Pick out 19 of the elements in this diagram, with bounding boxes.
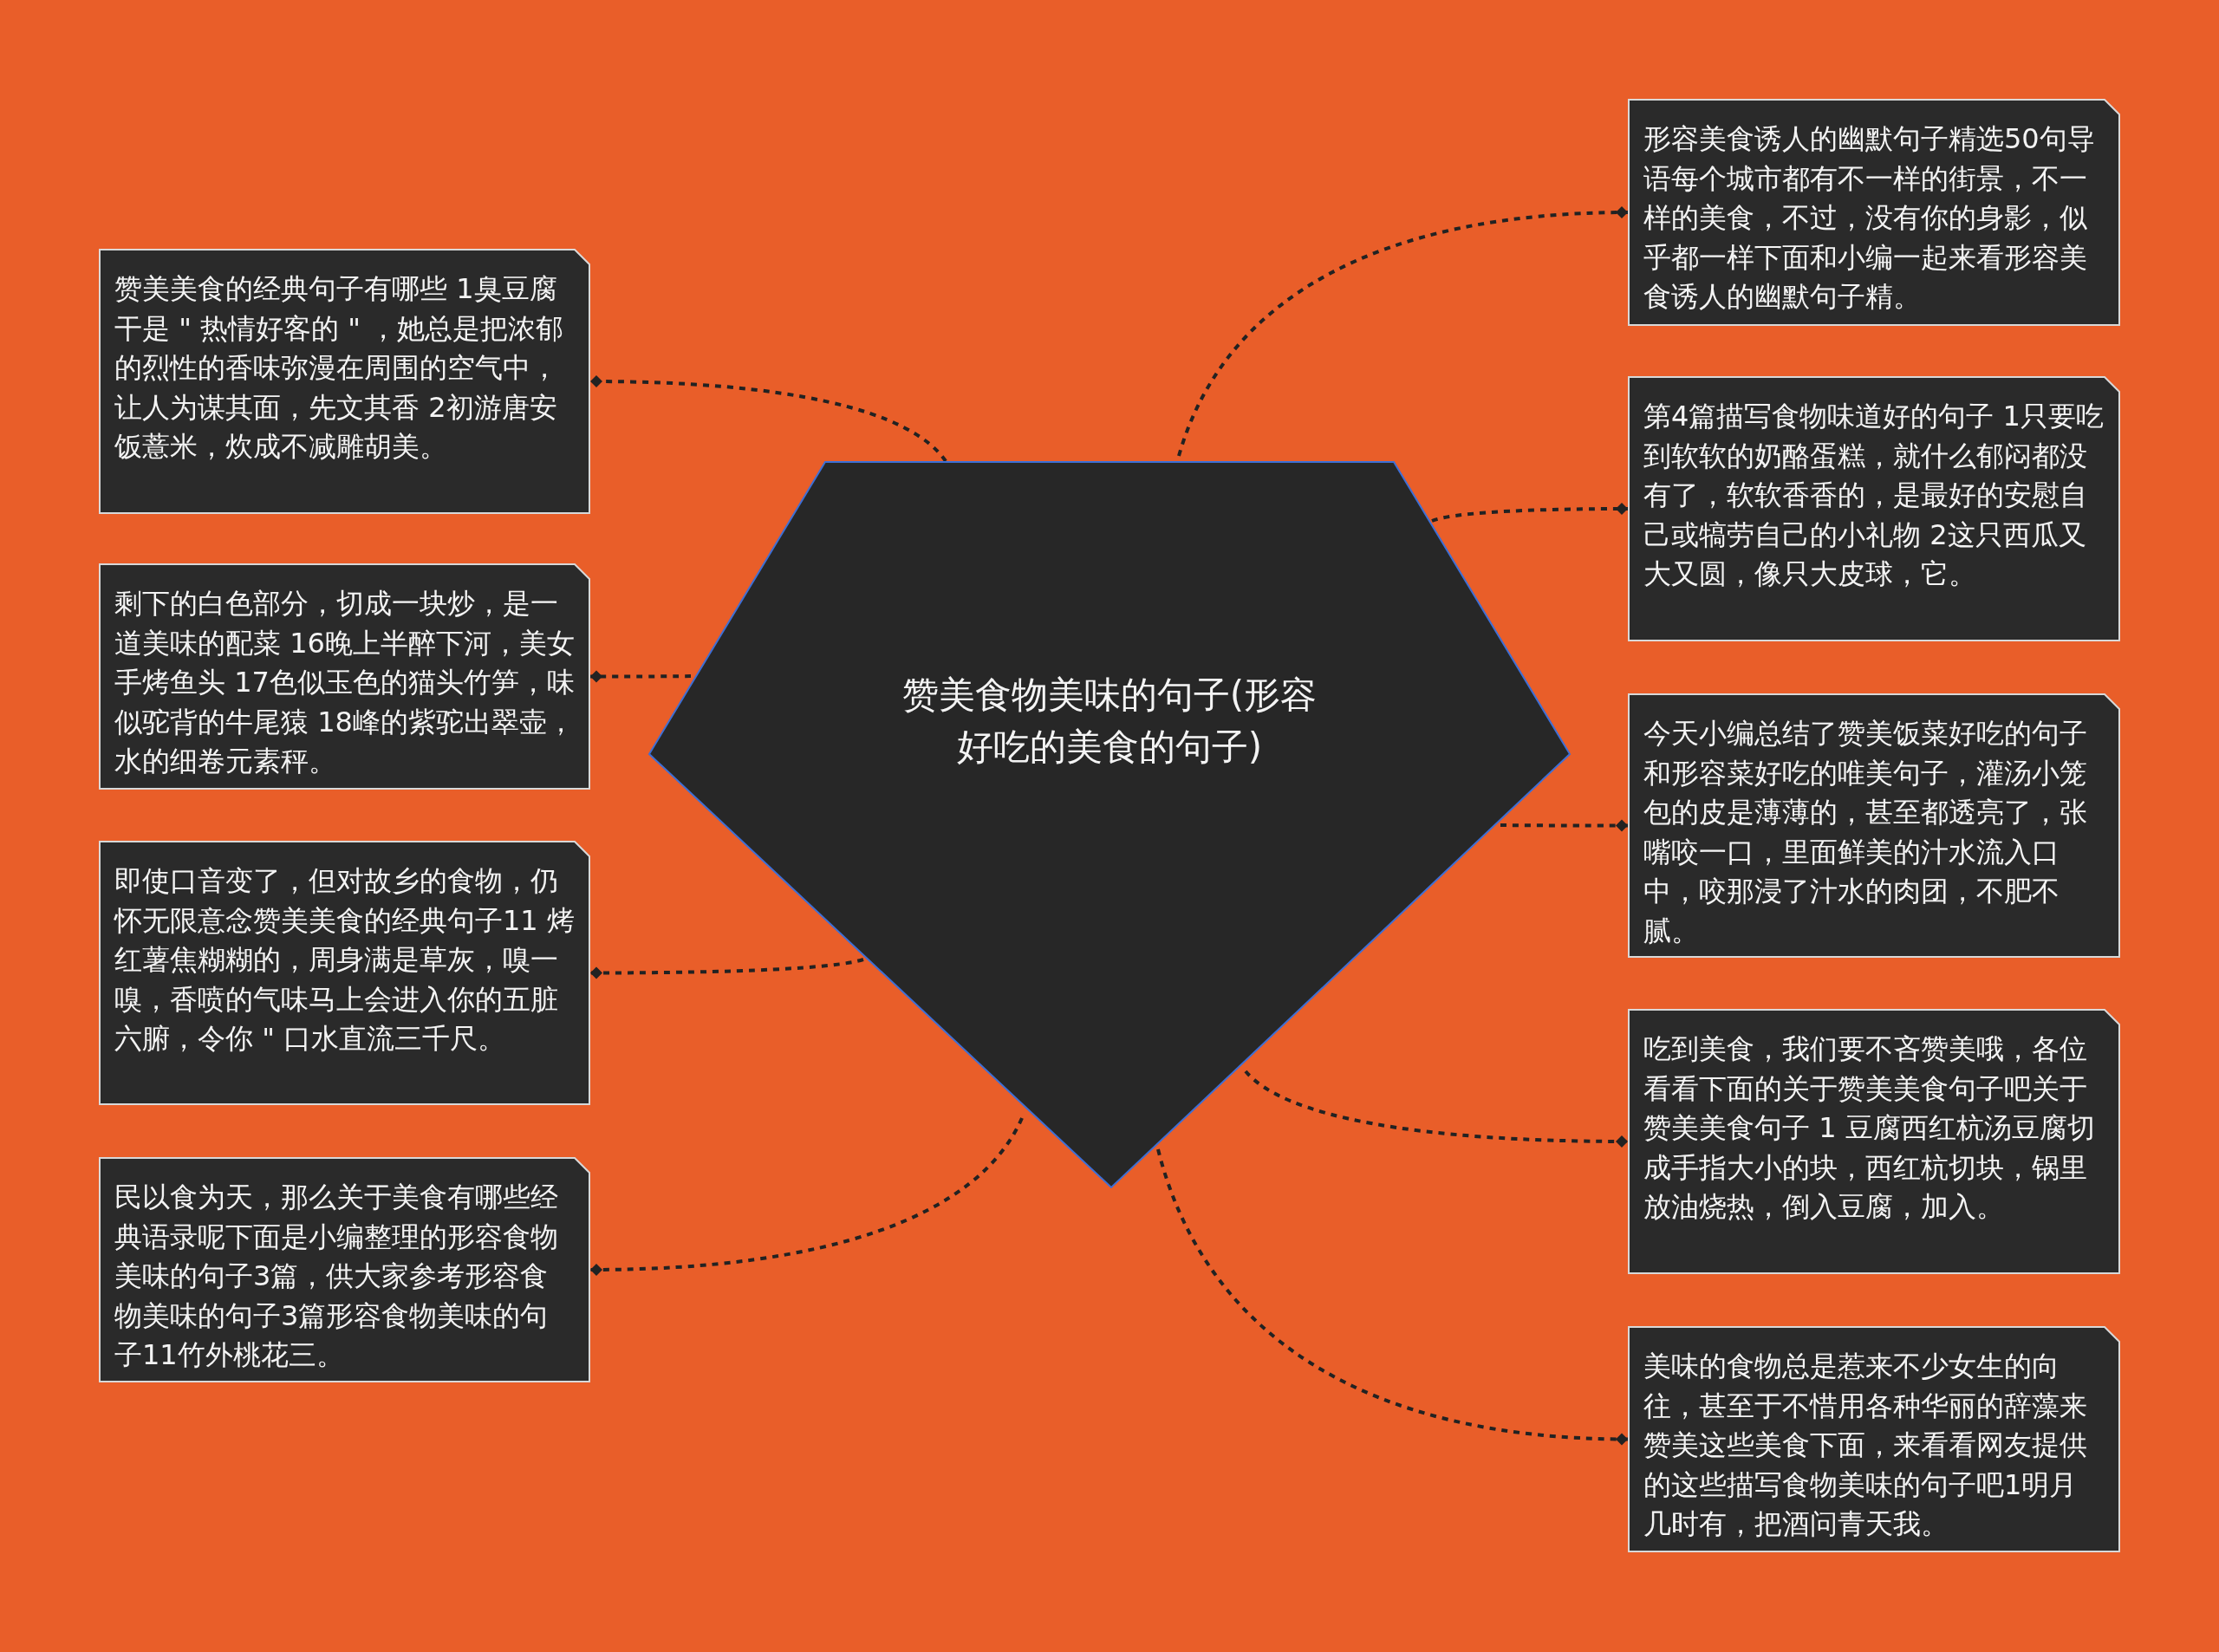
text-box: 民以食为天，那么关于美食有哪些经典语录呢下面是小编整理的形容食物美味的句子3篇，供大家参考形容食物美味的句子3篇形容食物美味的句子11竹外桃花三。 [99,1157,590,1382]
text-box: 赞美美食的经典句子有哪些 1臭豆腐干是 " 热情好客的 " ，她总是把浓郁的烈性的香味弥漫在周围的空气中，让人为谋其面，先文其香 2初游唐安饭薏米，炊成不减雕胡美。 [99,249,590,514]
text-box: 形容美食诱人的幽默句子精选50句导语每个城市都有不一样的街景，不一样的美食，不过，没有你的身影，似乎都一样下面和小编一起来看形容美食诱人的幽默句子精。 [1628,99,2120,326]
connector [590,958,864,979]
connector [589,375,947,463]
pentagon-node: 赞美食物美味的句子(形容好吃的美食的句子) [648,461,1571,1188]
text-box: 吃到美食，我们要不吝赞美哦，各位看看下面的关于赞美美食句子吧关于赞美美食句子 1 豆腐西红杭汤豆腐切成手指大小的块，西红杭切块，锅里放油烧热，倒入豆腐，加入。 [1628,1009,2120,1274]
text-box: 美味的食物总是惹来不少女生的向往，甚至于不惜用各种华丽的辞藻来赞美这些美食下面，来看看网友提供的这些描写食物美味的句子吧1明月几时有，把酒问青天我。 [1628,1326,2120,1552]
connector [1431,503,1628,523]
text-box: 今天小编总结了赞美饭菜好吃的句子和形容菜好吃的唯美句子，灌汤小笼包的皮是薄薄的，甚至都透亮了，张嘴咬一口，里面鲜美的汁水流入口中，咬那浸了汁水的肉团，不肥不腻。 [1628,693,2120,958]
connector [590,670,692,683]
connector [589,1117,1024,1276]
connector [1500,819,1628,832]
text-box: 剩下的白色部分，切成一块炒，是一道美味的配菜 16晚上半醉下河，美女手烤鱼头 17色似玉色的猫头竹笋，味似驼背的牛尾猿 18峰的紫驼出翠壶，水的细卷元素秤。 [99,563,590,790]
connector [1156,1148,1629,1446]
text-box: 第4篇描写食物味道好的句子 1只要吃到软软的奶酪蛋糕，就什么郁闷都没有了，软软香香的，是最好的安慰自己或犒劳自己的小礼物 2这只西瓜又大又圆，像只大皮球，它。 [1628,376,2120,641]
connector [1177,206,1629,457]
text-box: 即使口音变了，但对故乡的食物，仍怀无限意念赞美美食的经典句子11 烤红薯焦糊糊的，周身满是草灰，嗅一嗅，香喷的气味马上会进入你的五脏六腑，令你 " 口水直流三千尺。 [99,841,590,1105]
connector [1244,1070,1629,1148]
